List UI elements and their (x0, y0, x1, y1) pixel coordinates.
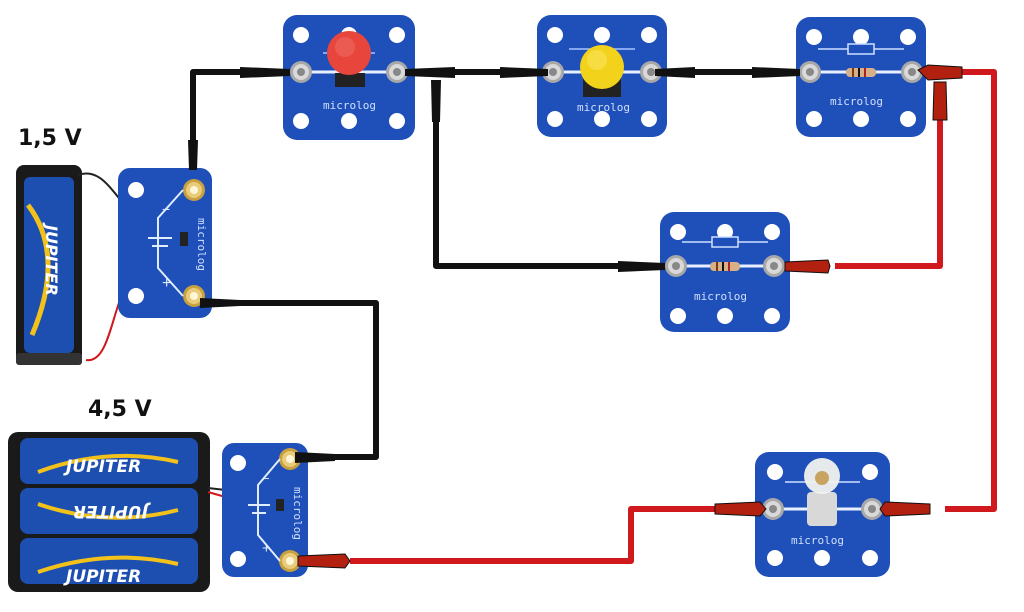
lamp-socket (807, 492, 837, 526)
battery-holder-1-5v: JUPITER (16, 165, 147, 365)
brand-logo: microlog (791, 534, 844, 547)
plus-sign: + (262, 540, 271, 557)
resistor-body (710, 262, 740, 271)
resistor-middle-module: microlog (660, 212, 790, 332)
plug-black-bat1-plus[interactable] (200, 298, 240, 308)
battery-holder-4-5v: JUPITER JUPITER JUPITER (8, 432, 244, 592)
resistor-top-module: microlog (796, 17, 926, 137)
battery-brand-text: JUPITER (63, 567, 141, 587)
plus-sign: + (162, 275, 171, 292)
brand-logo: microlog (291, 487, 304, 540)
plug-black-button-yellow-left[interactable] (500, 67, 548, 78)
brand-logo: microlog (195, 218, 208, 271)
wire-red-resistor-to-resistor (835, 120, 943, 269)
battery-voltage-label-1-5v: 1,5 V (18, 126, 82, 151)
battery-brand-text: JUPITER (63, 457, 141, 477)
plug-black-bat1-minus[interactable] (188, 140, 198, 170)
battery-voltage-label-4-5v: 4,5 V (88, 397, 152, 422)
push-button-yellow-module: microlog (537, 15, 667, 137)
plug-black-button-red-right[interactable] (405, 67, 455, 122)
plug-red-lamp-right[interactable] (879, 501, 931, 517)
plug-black-button-red-left[interactable] (240, 67, 290, 78)
battery-brand-text-flipped: JUPITER (73, 501, 151, 521)
plug-red-lamp-left[interactable] (714, 501, 767, 517)
brand-logo: microlog (694, 290, 747, 303)
plug-red-bat2-plus[interactable] (297, 553, 351, 569)
battery-module-2: − + microlog (222, 443, 308, 577)
plug-black-button-yellow-right[interactable] (655, 67, 695, 78)
brand-logo: microlog (323, 99, 376, 112)
wire-red-bat2-to-lamp (350, 506, 718, 564)
minus-sign: − (262, 471, 270, 486)
plug-black-resistor-middle-left[interactable] (618, 261, 665, 272)
wire-black-bat1-to-bat2 (240, 300, 379, 460)
minus-sign: − (162, 201, 170, 217)
wire-black-button-to-resistor (433, 120, 620, 269)
brand-logo: microlog (577, 101, 630, 114)
wire-red-resistor-to-lamp (945, 69, 997, 512)
terminal-minus[interactable] (183, 179, 205, 201)
wires (190, 69, 997, 564)
resistor-body (846, 68, 876, 77)
wire-black-bat1-to-button (190, 69, 272, 160)
battery-brand-text: JUPITER (42, 222, 61, 296)
lamp-module: microlog (755, 452, 890, 577)
brand-logo: microlog (830, 95, 883, 108)
push-button-red-module: microlog (283, 15, 415, 140)
plug-black-resistor-top-left[interactable] (752, 67, 800, 78)
plug-red-resistor-middle-right[interactable] (784, 259, 831, 274)
plug-red-resistor-top-right[interactable] (917, 64, 963, 121)
plug-black-bat2-minus[interactable] (295, 452, 335, 463)
battery-module-1: − + microlog (118, 168, 212, 318)
